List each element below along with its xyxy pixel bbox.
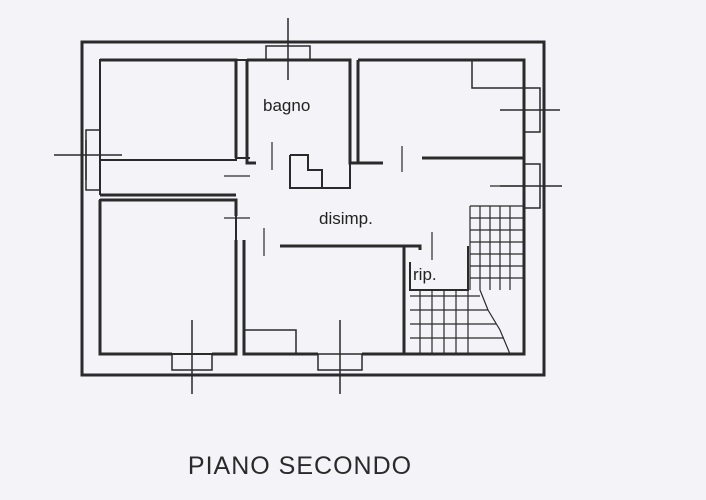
doors	[224, 142, 524, 260]
room-label-rip: rip.	[413, 265, 437, 284]
outer-walls	[80, 40, 546, 377]
room-label-disimp: disimp.	[319, 209, 373, 228]
room-label-bagno: bagno	[263, 96, 310, 115]
plan-caption: PIANO SECONDO	[187, 452, 413, 480]
windows	[54, 18, 562, 394]
